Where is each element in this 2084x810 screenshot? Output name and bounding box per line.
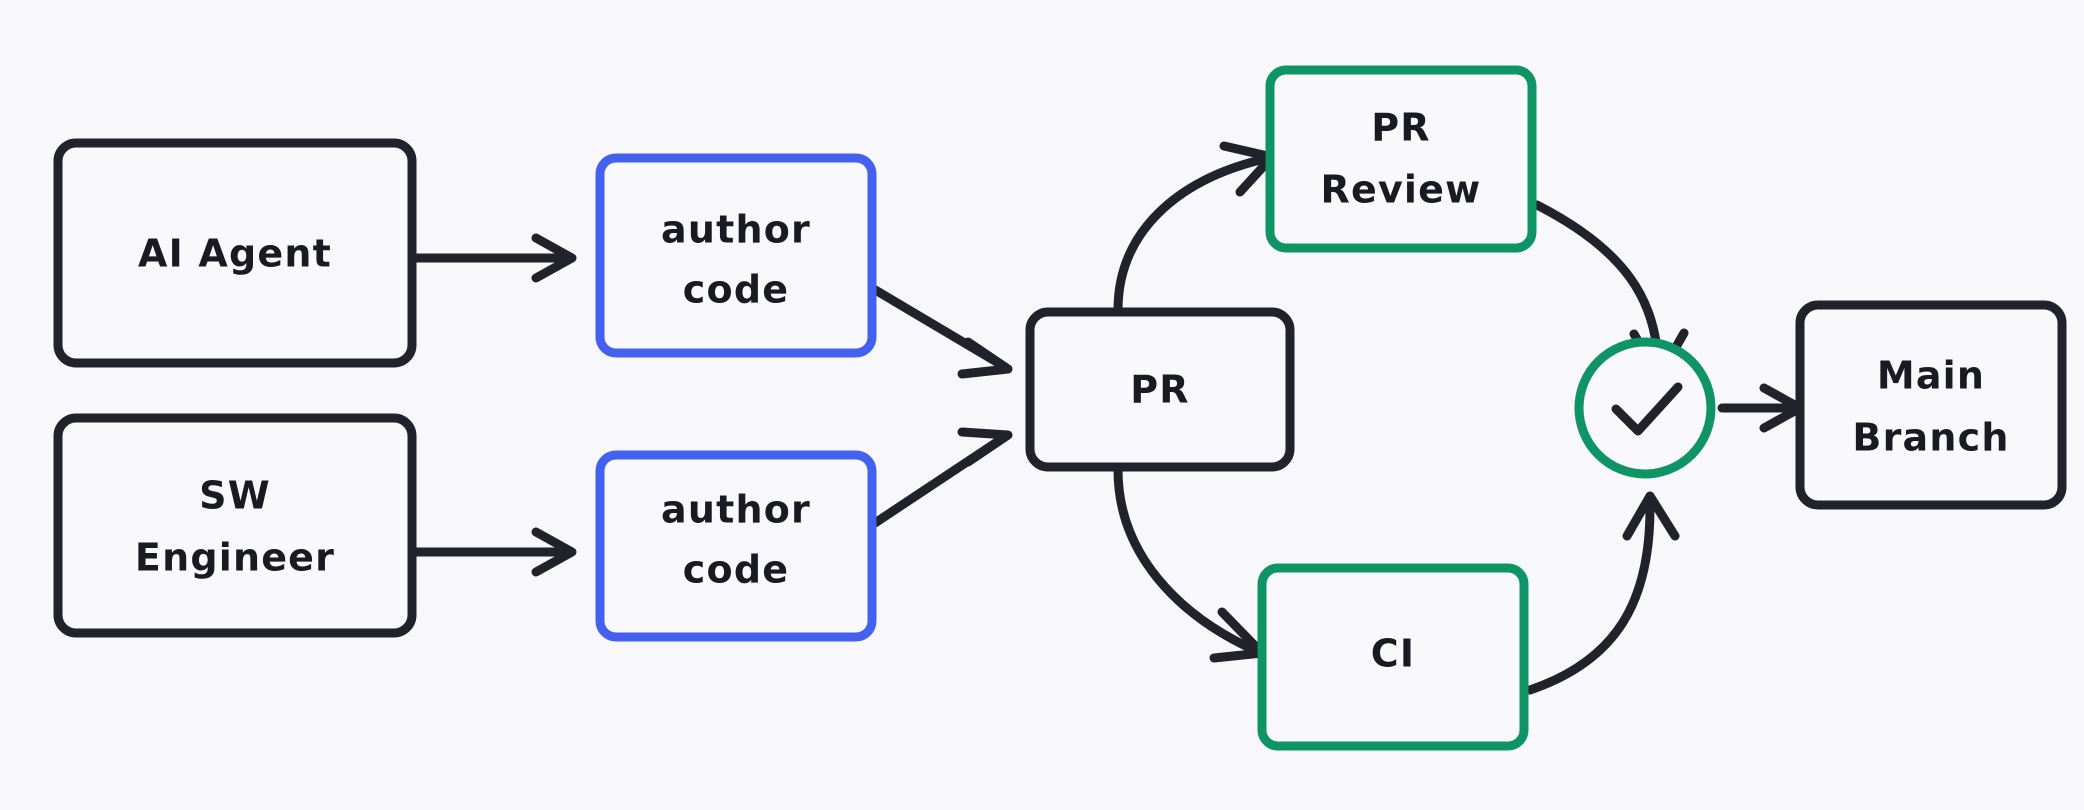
author-code-top-box[interactable] [595, 153, 877, 358]
node-ai-agent[interactable]: AI Agent [53, 138, 417, 368]
ai-agent-box[interactable] [53, 138, 417, 368]
edge-ci-to-merge-gate [1525, 491, 1680, 695]
sw-engineer-label-line1: SW [199, 474, 271, 518]
edge-author-code-bottom-to-pr [867, 427, 1013, 530]
edge-pr-to-pr-review [1113, 141, 1277, 315]
author-code-top-label-line2: code [683, 268, 789, 312]
edge-author-code-top-to-pr [867, 283, 1013, 379]
pr-review-label-line2: Review [1321, 168, 1482, 212]
merge-gate-circle[interactable] [1574, 337, 1716, 479]
main-branch-box[interactable] [1795, 300, 2067, 510]
author-code-bottom-label-line1: author [661, 488, 811, 532]
node-ci[interactable]: CI [1257, 563, 1529, 751]
node-main-branch[interactable]: Main Branch [1795, 300, 2067, 510]
edge-ai-agent-to-author-code [407, 233, 577, 283]
pr-review-box[interactable] [1265, 65, 1537, 253]
node-pr[interactable]: PR [1025, 307, 1295, 472]
edge-pr-to-ci [1113, 465, 1267, 663]
sw-engineer-label-line2: Engineer [135, 536, 335, 580]
ci-box[interactable] [1257, 563, 1529, 751]
check-icon [1611, 382, 1683, 436]
node-author-code-agent[interactable]: author code [595, 153, 877, 358]
node-author-code-engineer[interactable]: author code [595, 450, 877, 642]
node-sw-engineer[interactable]: SW Engineer [53, 413, 417, 638]
edge-merge-gate-to-main-branch [1717, 383, 1805, 433]
pr-label: PR [1130, 368, 1190, 412]
sw-engineer-box[interactable] [53, 413, 417, 638]
ai-agent-label: AI Agent [138, 232, 332, 276]
main-branch-label-line2: Branch [1852, 416, 2009, 460]
ci-label: CI [1371, 632, 1415, 676]
node-pr-review[interactable]: PR Review [1265, 65, 1537, 253]
pr-review-label-line1: PR [1371, 106, 1431, 150]
author-code-top-label-line1: author [661, 208, 811, 252]
author-code-bottom-label-line2: code [683, 548, 789, 592]
main-branch-label-line1: Main [1877, 354, 1985, 398]
node-merge-gate[interactable] [1574, 337, 1716, 479]
edge-sw-engineer-to-author-code [407, 527, 577, 577]
pr-box[interactable] [1025, 307, 1295, 472]
author-code-bottom-box[interactable] [595, 450, 877, 642]
